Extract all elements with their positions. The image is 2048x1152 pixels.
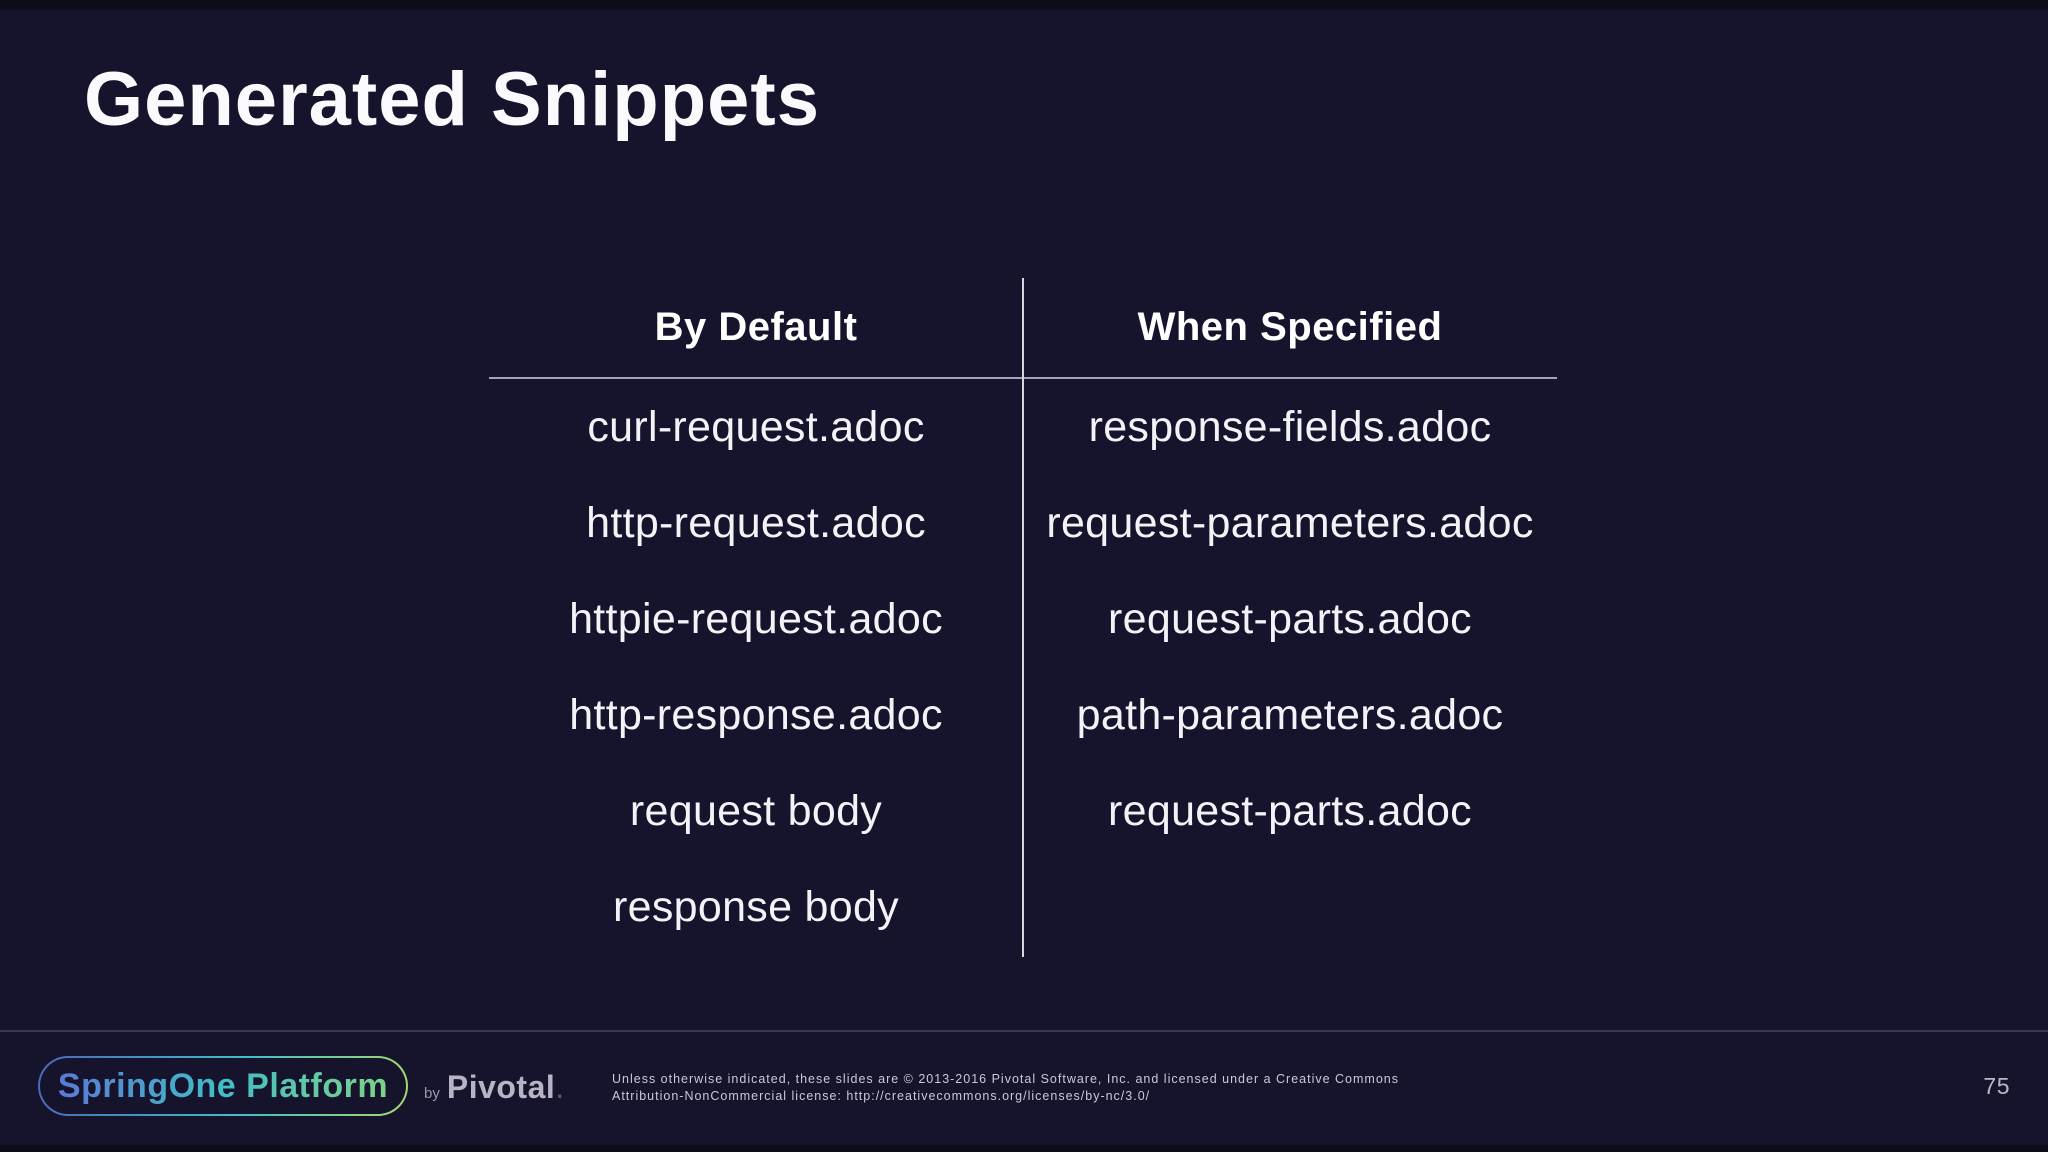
cell-when-specified: path-parameters.adoc <box>1076 690 1504 739</box>
cell-when-specified: request-parts.adoc <box>1108 786 1472 835</box>
by-pivotal-lockup: by Pivotal . <box>424 1062 564 1112</box>
pivotal-wordmark-dot: . <box>555 1069 565 1105</box>
springone-platform-logo: SpringOne Platform <box>38 1056 408 1116</box>
logo-wordmark: SpringOne Platform <box>57 1066 389 1105</box>
footer-divider <box>0 1030 2048 1032</box>
column-header-by-default: By Default <box>654 305 858 349</box>
license-line-2: Attribution-NonCommercial license: http:… <box>612 1089 1151 1103</box>
cell-by-default: request body <box>629 786 883 835</box>
table-row: httpie-request.adoc request-parts.adoc <box>489 571 1557 667</box>
cell-by-default: httpie-request.adoc <box>569 594 943 643</box>
table-row: request body request-parts.adoc <box>489 763 1557 859</box>
cell-by-default: response body <box>613 882 899 931</box>
cell-when-specified: request-parts.adoc <box>1108 594 1472 643</box>
cell-by-default: curl-request.adoc <box>587 402 925 451</box>
table-row: http-response.adoc path-parameters.adoc <box>489 667 1557 763</box>
bottom-edge-bar <box>0 1145 2048 1152</box>
license-line-1: Unless otherwise indicated, these slides… <box>612 1072 1399 1086</box>
by-label: by <box>424 1085 440 1102</box>
page-title: Generated Snippets <box>84 57 820 142</box>
snippets-table: By Default When Specified curl-request.a… <box>489 278 1557 957</box>
cell-by-default: http-request.adoc <box>586 498 926 547</box>
license-text: Unless otherwise indicated, these slides… <box>612 1071 1399 1105</box>
table-row: response body <box>489 859 1557 955</box>
table-row: http-request.adoc request-parameters.ado… <box>489 475 1557 571</box>
table-row: curl-request.adoc response-fields.adoc <box>489 379 1557 475</box>
top-edge-bar <box>0 0 2048 10</box>
column-divider <box>1022 278 1024 957</box>
page-number: 75 <box>1983 1073 2010 1099</box>
column-header-when-specified: When Specified <box>1137 305 1443 349</box>
logo-inner: SpringOne Platform <box>40 1058 406 1114</box>
table-header-row: By Default When Specified <box>489 278 1557 379</box>
cell-by-default: http-response.adoc <box>569 690 943 739</box>
cell-when-specified: response-fields.adoc <box>1088 402 1492 451</box>
pivotal-wordmark: Pivotal <box>446 1069 556 1105</box>
cell-when-specified: request-parameters.adoc <box>1046 498 1534 547</box>
